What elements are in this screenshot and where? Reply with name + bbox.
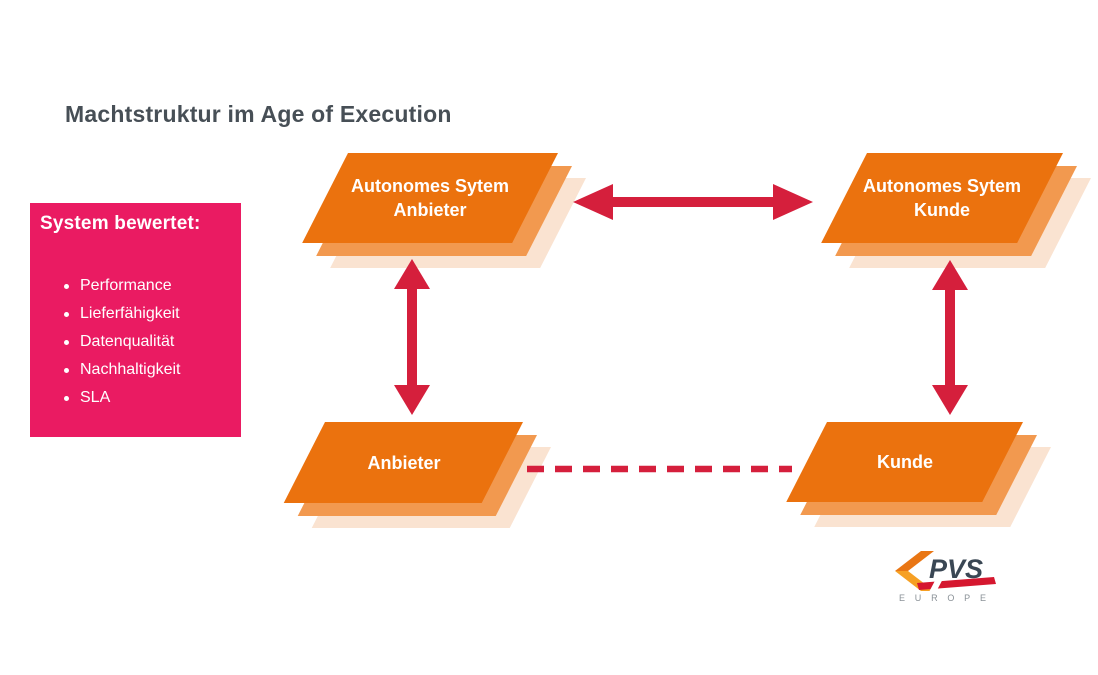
list-item-label: Performance (80, 277, 172, 294)
node-autonomes-system-kunde: Autonomes Sytem Kunde (821, 153, 1091, 268)
node-label: Autonomes Sytem Anbieter (350, 176, 510, 220)
pvs-europe-logo: PVS EUROPE (895, 551, 996, 603)
node-label: Kunde (877, 452, 933, 472)
arrow-horizontal-top (573, 184, 813, 220)
panel-heading: System bewertet: (40, 213, 201, 234)
system-bewertet-panel: System bewertet: Performance Lieferfähig… (30, 203, 241, 437)
list-item: Performance (62, 272, 231, 300)
node-kunde: Kunde (786, 422, 1051, 527)
bullet-icon (64, 395, 69, 401)
bullet-icon (64, 311, 69, 317)
arrow-vertical-right (932, 260, 968, 415)
logo-region-text: EUROPE (899, 593, 995, 603)
list-item: Datenqualität (62, 328, 231, 356)
node-anbieter: Anbieter (283, 422, 551, 528)
criteria-list: Performance Lieferfähigkeit Datenqualitä… (40, 272, 231, 412)
bullet-icon (64, 339, 69, 345)
node-label: Autonomes Sytem Kunde (862, 176, 1022, 220)
list-item-label: Lieferfähigkeit (80, 305, 180, 322)
list-item: Lieferfähigkeit (62, 300, 231, 328)
list-item: SLA (62, 384, 231, 412)
page-title: Machtstruktur im Age of Execution (65, 101, 452, 127)
list-item-label: SLA (80, 389, 111, 406)
list-item-label: Datenqualität (80, 333, 175, 350)
arrow-vertical-left (394, 259, 430, 415)
list-item-label: Nachhaltigkeit (80, 361, 181, 378)
node-autonomes-system-anbieter: Autonomes Sytem Anbieter (302, 153, 586, 268)
logo-red-swoosh (917, 575, 996, 592)
bullet-icon (64, 283, 69, 289)
node-label: Anbieter (367, 452, 441, 473)
list-item: Nachhaltigkeit (62, 356, 231, 384)
bullet-icon (64, 367, 69, 373)
